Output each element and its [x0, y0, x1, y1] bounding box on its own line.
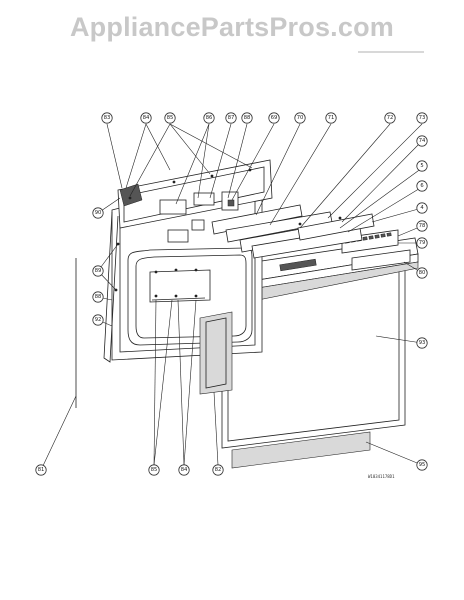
callout-88: 88: [241, 112, 253, 124]
outer-door-panel: [221, 249, 406, 469]
callout-label: 80: [419, 270, 426, 276]
callouts: 83 84 85 86 87 88 69 70 71 72 73 74 5 6 …: [35, 112, 428, 476]
callout-72: 72: [384, 112, 396, 124]
callout-label: 86: [206, 115, 213, 121]
toe-panel: [231, 431, 371, 469]
callout-90: 90: [92, 207, 104, 219]
callout-label: 92: [95, 317, 102, 323]
callout-82: 82: [212, 464, 224, 476]
callout-label: 5: [420, 163, 423, 169]
leader-lines: [40, 123, 423, 471]
callout-label: 70: [297, 115, 304, 121]
callout-85: 85: [164, 112, 176, 124]
callout-80: 80: [416, 267, 428, 279]
callout-label: 84: [143, 115, 150, 121]
side-gasket: [103, 211, 119, 363]
callout-label: 6: [420, 183, 423, 189]
callout-71: 71: [325, 112, 337, 124]
callout-70: 70: [294, 112, 306, 124]
callout-label: 79: [419, 240, 426, 246]
callout-label: 85: [167, 115, 174, 121]
callout-label: 90: [95, 210, 102, 216]
callout-5: 5: [416, 160, 428, 172]
callout-label: 83: [104, 115, 111, 121]
control-panel: [254, 229, 419, 301]
callout-6: 6: [416, 180, 428, 192]
callout-84-bottom: 84: [178, 464, 190, 476]
latch: [119, 183, 143, 207]
callout-93: 93: [416, 337, 428, 349]
callout-81: 81: [35, 464, 47, 476]
callout-79: 79: [416, 237, 428, 249]
callout-label: 89: [95, 268, 102, 274]
callout-label: 84: [181, 467, 188, 473]
callout-86: 86: [203, 112, 215, 124]
callout-83: 83: [101, 112, 113, 124]
callout-label: 85: [151, 467, 158, 473]
callout-4: 4: [416, 202, 428, 214]
callout-label: 81: [38, 467, 45, 473]
callout-label: 87: [228, 115, 235, 121]
callout-label: 82: [215, 467, 222, 473]
callout-label: 88: [244, 115, 251, 121]
callout-87: 87: [225, 112, 237, 124]
callout-label: 78: [419, 223, 426, 229]
vent-cover: [199, 311, 233, 395]
callout-92: 92: [92, 314, 104, 326]
callout-label: 69: [271, 115, 278, 121]
callout-88-left: 88: [92, 291, 104, 303]
callout-74: 74: [416, 135, 428, 147]
watermark-logo: AppliancePartsPros.com: [69, 12, 394, 42]
callout-label: 72: [387, 115, 394, 121]
callout-label: 73: [419, 115, 426, 121]
callout-95: 95: [416, 459, 428, 471]
callout-69: 69: [268, 112, 280, 124]
callout-89: 89: [92, 265, 104, 277]
callout-84: 84: [140, 112, 152, 124]
callout-78: 78: [416, 220, 428, 232]
callout-label: 88: [95, 294, 102, 300]
callout-label: 4: [420, 205, 424, 211]
console-trim: [351, 249, 411, 271]
drawing-code: W10341178D1: [368, 474, 395, 479]
callout-73: 73: [416, 112, 428, 124]
callout-label: 95: [419, 462, 426, 468]
callout-label: 71: [328, 115, 335, 121]
callout-label: 93: [419, 340, 426, 346]
callout-85-bottom: 85: [148, 464, 160, 476]
screws: [114, 168, 342, 298]
callout-label: 74: [419, 138, 426, 144]
